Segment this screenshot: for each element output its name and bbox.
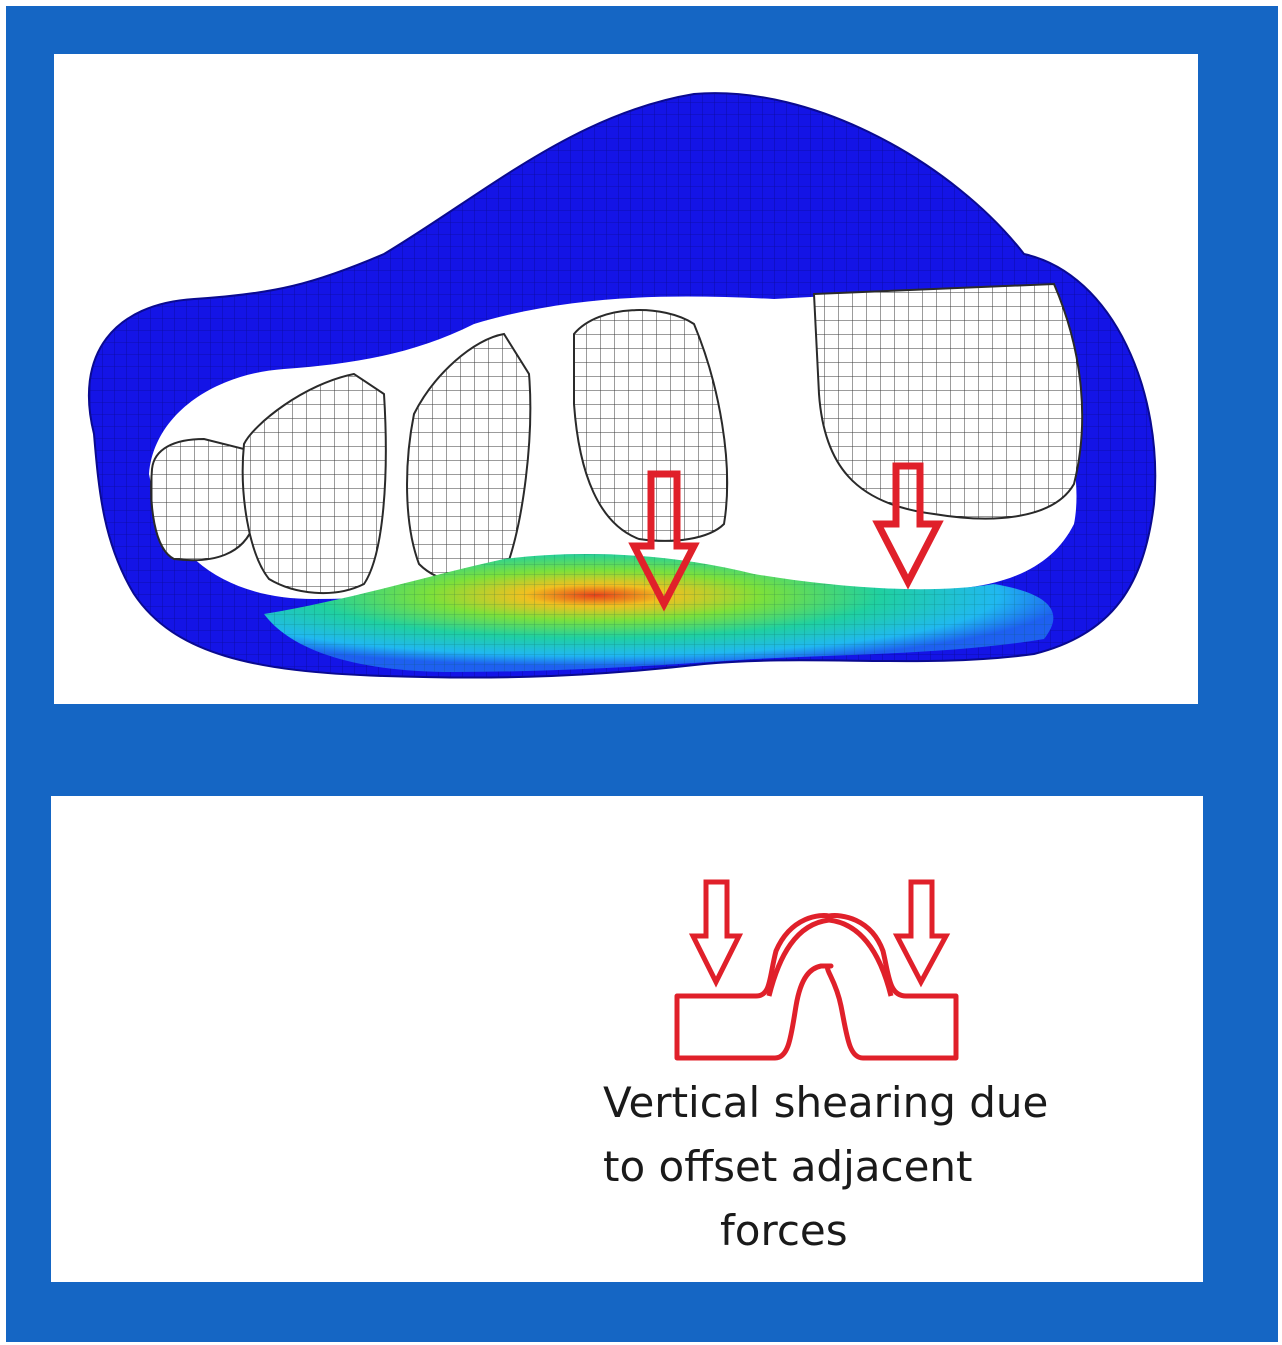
fe-foot-model [54, 54, 1198, 704]
diagram-frame: Vertical shearing due to offset adjacent… [6, 6, 1278, 1342]
shearing-schematic-panel: Vertical shearing due to offset adjacent… [51, 796, 1203, 1282]
shearing-caption: Vertical shearing due to offset adjacent… [603, 1071, 1103, 1263]
offset-tissue-outline [677, 915, 956, 1058]
schematic-arrow-left [693, 882, 739, 982]
caption-line-2: to offset adjacent [603, 1135, 1103, 1199]
caption-line-3: forces [603, 1199, 1103, 1263]
caption-line-1: Vertical shearing due [603, 1071, 1103, 1135]
schematic-arrow-right [897, 882, 946, 982]
fe-foot-model-panel [54, 54, 1198, 704]
